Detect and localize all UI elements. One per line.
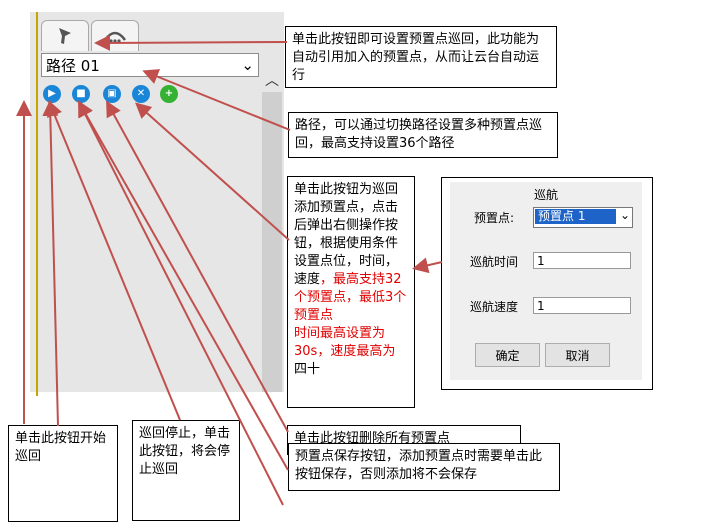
arrow-stop-b <box>78 100 284 506</box>
arrow-save <box>78 100 289 471</box>
flag-icon <box>54 25 76 51</box>
tab-preset[interactable] <box>41 20 89 51</box>
note-start-text: 单击此按钮开始巡回 <box>15 431 107 464</box>
save-preset-button[interactable]: ▣ <box>103 85 121 103</box>
preset-select-value: 预置点 1 <box>535 209 616 224</box>
arrow-cruise-button <box>94 34 288 51</box>
note-delete-text: 单击此按钮删除所有预置点 <box>294 431 451 446</box>
preset-label: 预置点: <box>474 211 515 225</box>
panel-border-line <box>36 12 38 396</box>
scrollbar-track[interactable] <box>262 92 282 392</box>
chevron-down-icon: ⌄ <box>241 56 254 74</box>
note-stop: 巡回停止，单击此按钮，将会停止巡回 <box>132 420 240 521</box>
stop-icon: ■ <box>76 88 86 99</box>
note-route-text: 路径，可以通过切换路径设置多种预置点巡回，最高支持设置36个路径 <box>295 118 543 151</box>
arrow-route <box>142 69 291 131</box>
note-add-tail-text: 四十 <box>294 362 321 377</box>
note-start: 单击此按钮开始巡回 <box>8 425 118 522</box>
chevron-down-icon: ⌄ <box>619 208 630 222</box>
arrow-add-preset <box>135 102 290 241</box>
confirm-button[interactable]: 确定 <box>475 343 540 367</box>
preset-select[interactable]: 预置点 1 ⌄ <box>533 207 633 228</box>
cruise-speed-label: 巡航速度 <box>470 300 519 314</box>
plus-icon: + <box>164 88 174 99</box>
note-add-text: 单击此按钮为巡回添加预置点，点击后弹出右侧操作按钮，根据使用条件设置点位，时间，… <box>294 182 399 287</box>
arrow-start <box>42 100 59 427</box>
note-cruise-button: 单击此按钮即可设置预置点巡回，此功能为自动引用加入的预置点，从而让云台自动运行 <box>285 26 557 88</box>
note-stop-text: 巡回停止，单击此按钮，将会停止巡回 <box>139 426 231 477</box>
note-cruise-button-text: 单击此按钮即可设置预置点巡回，此功能为自动引用加入的预置点，从而让云台自动运行 <box>292 32 540 83</box>
add-preset-button[interactable]: + <box>160 85 178 103</box>
note-add-limits-text: ，最高支持32个预置点，最低3个预置点 时间最高设置为30s，速度最高为 <box>294 272 407 359</box>
cruise-dialog-title: 巡航 <box>533 188 558 202</box>
scroll-up-button[interactable]: ︿ <box>265 73 279 89</box>
cruise-time-input[interactable]: 1 <box>533 252 631 269</box>
cancel-button[interactable]: 取消 <box>545 343 610 367</box>
stop-cruise-button[interactable]: ■ <box>72 85 90 103</box>
close-icon: ✕ <box>136 88 146 99</box>
cruise-speed-input[interactable]: 1 <box>533 297 631 314</box>
delete-presets-button[interactable]: ✕ <box>132 85 150 103</box>
note-save-text: 预置点保存按钮，添加预置点时需要单击此按钮保存，否则添加将不会保存 <box>295 449 543 482</box>
note-save: 预置点保存按钮，添加预置点时需要单击此按钮保存，否则添加将不会保存 <box>288 443 560 491</box>
cruise-time-label: 巡航时间 <box>470 255 519 269</box>
start-cruise-button[interactable]: ▶ <box>43 85 61 103</box>
arrow-dialog <box>412 257 443 274</box>
arrow-delete <box>106 100 289 433</box>
route-select-value: 路径 01 <box>46 57 100 75</box>
note-route: 路径，可以通过切换路径设置多种预置点巡回，最高支持设置36个路径 <box>288 112 558 158</box>
note-add-preset: 单击此按钮为巡回添加预置点，点击后弹出右侧操作按钮，根据使用条件设置点位，时间，… <box>287 176 415 408</box>
play-icon: ▶ <box>48 88 56 99</box>
save-icon: ▣ <box>107 88 117 99</box>
arrow-stop-a <box>47 100 181 421</box>
